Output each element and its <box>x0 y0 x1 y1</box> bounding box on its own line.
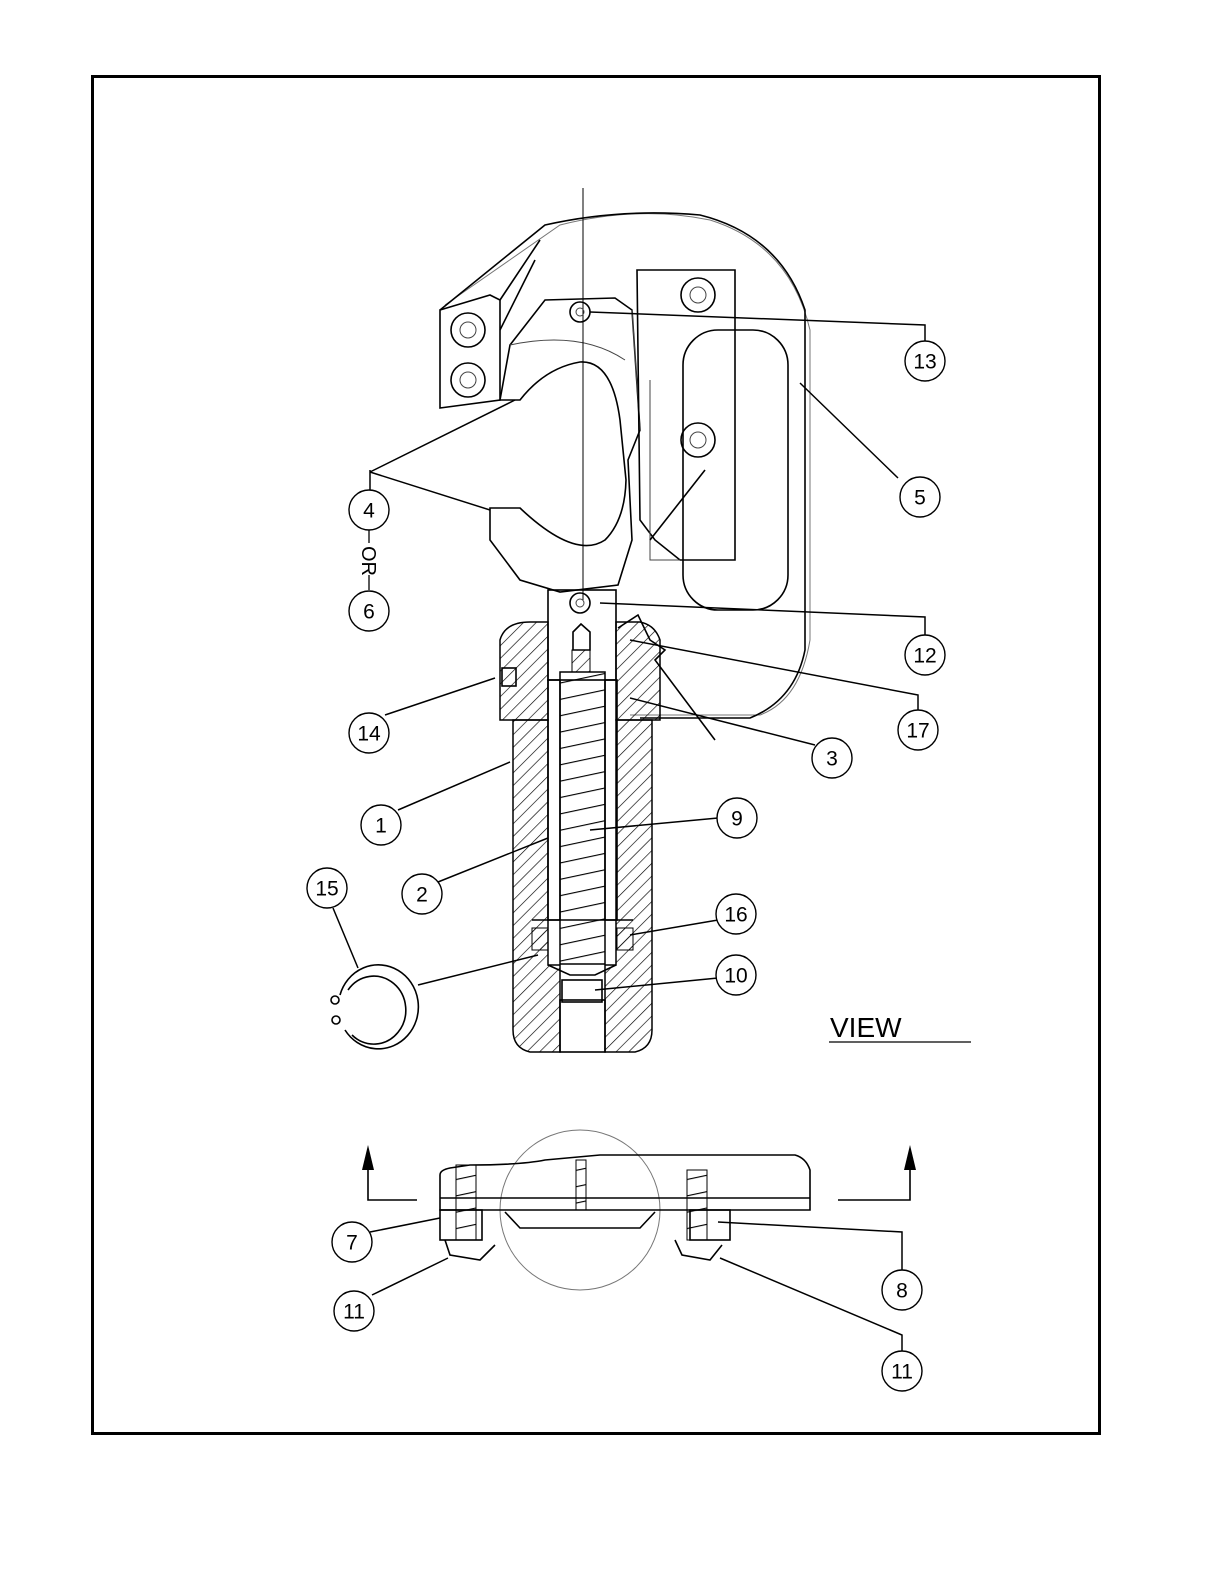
svg-text:15: 15 <box>315 878 338 901</box>
svg-text:9: 9 <box>731 808 743 831</box>
callout-13: 13 <box>905 341 945 381</box>
callout-1: 1 <box>361 805 401 845</box>
svg-text:6: 6 <box>363 601 375 624</box>
callout-16: 16 <box>716 894 756 934</box>
svg-text:5: 5 <box>914 487 926 510</box>
callout-6: 6 <box>349 591 389 631</box>
svg-text:2: 2 <box>416 884 428 907</box>
callout-10: 10 <box>716 955 756 995</box>
section-arrow-left <box>362 1145 417 1200</box>
callout-3: 3 <box>812 738 852 778</box>
callout-17: 17 <box>898 710 938 750</box>
svg-text:11: 11 <box>891 1361 913 1384</box>
callout-14: 14 <box>349 713 389 753</box>
svg-text:13: 13 <box>913 351 936 374</box>
or-label: OR <box>357 546 379 576</box>
callout-5: 5 <box>900 477 940 517</box>
svg-text:8: 8 <box>896 1280 908 1303</box>
svg-text:12: 12 <box>913 645 936 668</box>
pin-13 <box>570 302 590 322</box>
die-jaw <box>490 298 640 592</box>
callout-12: 12 <box>905 635 945 675</box>
retaining-ring <box>331 965 418 1049</box>
callout-9: 9 <box>717 798 757 838</box>
svg-text:1: 1 <box>375 815 387 838</box>
callout-4: 4 <box>349 490 389 530</box>
bottom-view-assembly <box>440 1130 810 1290</box>
svg-text:14: 14 <box>357 723 381 746</box>
svg-text:17: 17 <box>906 720 929 743</box>
callout-11-left: 11 <box>334 1291 374 1331</box>
svg-text:3: 3 <box>826 748 838 771</box>
svg-text:10: 10 <box>724 965 747 988</box>
callout-11-right: 11 <box>882 1351 922 1391</box>
right-plate <box>637 270 788 610</box>
callout-15: 15 <box>307 868 347 908</box>
svg-text:4: 4 <box>363 500 375 523</box>
svg-text:7: 7 <box>346 1232 358 1255</box>
section-arrow-right <box>838 1145 916 1200</box>
svg-text:11: 11 <box>343 1301 365 1324</box>
callout-7: 7 <box>332 1222 372 1262</box>
svg-text:16: 16 <box>724 904 747 927</box>
view-label: VIEW <box>830 1012 902 1043</box>
callout-8: 8 <box>882 1270 922 1310</box>
callout-2: 2 <box>402 874 442 914</box>
